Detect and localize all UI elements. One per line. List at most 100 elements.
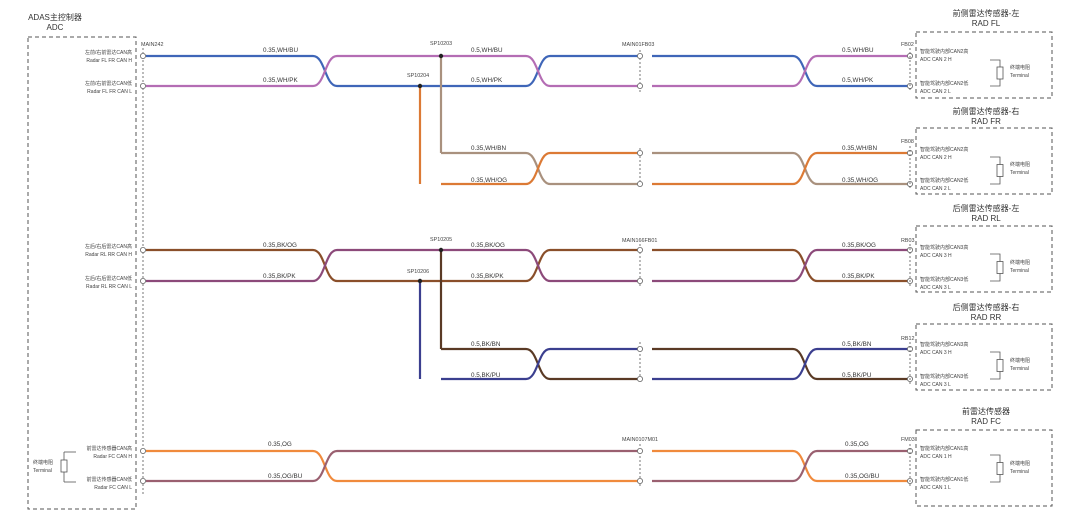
sensor-title: 后侧雷达传感器-左: [953, 203, 1020, 213]
controller-pin-cn: 前雷达传感器CAN低: [86, 476, 132, 483]
sensor-connector: FB02: [901, 42, 914, 48]
wire-fr-b: [441, 151, 638, 186]
sensor-pin-l-cn: 智能驾驶内部CAN1低: [920, 476, 968, 483]
terminal-resistor-icon: [996, 462, 1004, 475]
pin-terminal: [637, 477, 644, 484]
pin-terminal: [139, 246, 146, 253]
controller-connector-label: MAIN242: [141, 42, 163, 48]
wire-rl-a: [146, 248, 638, 283]
sensor-rad-fr: 前侧雷达传感器-右 RAD FR FB08 智能驾驶内部CAN2高 ADC CA…: [901, 106, 1053, 195]
controller-pin-en: Radar FC CAN L: [94, 485, 132, 491]
sensor-pin-l-en: ADC CAN 1 L: [920, 485, 951, 491]
controller-pin-cn: 前雷达传感器CAN高: [86, 445, 132, 452]
sensor-terminal-cn: 终端电阻: [1010, 161, 1030, 168]
pin-terminal: [637, 83, 644, 90]
sensor-box: [915, 323, 1053, 391]
wire-label: 0.35,BK/PK: [263, 273, 296, 280]
pin-terminal: [637, 375, 644, 382]
wire-label: 0.35,WH/BN: [842, 145, 877, 152]
terminal-resistor-icon: [996, 66, 1004, 80]
sensor-terminal-en: Terminal: [1010, 170, 1029, 176]
sensor-pin-l-cn: 智能驾驶内部CAN3低: [920, 276, 968, 283]
pin-terminal: [139, 83, 146, 90]
sensor-pin-h-cn: 智能驾驶内部CAN3高: [920, 341, 968, 348]
sensor-abbr: RAD RR: [971, 313, 1002, 322]
wire-label: 0.35,WH/OG: [471, 177, 507, 184]
wire-label: 0.35,OG/BU: [845, 473, 880, 480]
sensor-terminal-cn: 终端电阻: [1010, 357, 1030, 364]
wire-rr-b: [441, 347, 638, 381]
wire-fl-b: [652, 54, 910, 88]
controller-pin-cn: 左后/右后雷达CAN低: [85, 275, 132, 282]
controller-terminal-cn: 终端电阻: [33, 459, 53, 466]
controller-pin-en: Radar FL FR CAN H: [86, 58, 132, 64]
pin-terminal: [637, 345, 644, 352]
wire-label: 0.35,WH/OG: [842, 177, 878, 184]
sensor-pin-h-en: ADC CAN 3 H: [920, 253, 952, 259]
wire-label: 0.35,BK/OG: [842, 242, 876, 249]
sensor-connector: RB03: [901, 238, 915, 244]
wire-label: 0.5,WH/PK: [471, 77, 503, 84]
inline-connector-label: MAIN166FB01: [622, 238, 657, 244]
controller-pin-cn: 左前/右前雷达CAN低: [85, 80, 132, 87]
sensor-pin-l-cn: 智能驾驶内部CAN3低: [920, 373, 968, 380]
controller-pin-en: Radar RL RR CAN L: [86, 284, 132, 290]
wire-label: 0.5,BK/PU: [842, 372, 872, 379]
terminal-resistor-lead: [990, 454, 1001, 483]
pin-terminal: [139, 53, 146, 60]
wire-layer: [139, 53, 914, 484]
wire-label: 0.35,WH/BU: [263, 47, 298, 54]
wire-rl-b: [146, 248, 638, 283]
wire-label: 0.5,BK/PU: [471, 372, 501, 379]
controller-box: [27, 36, 137, 510]
sensor-pin-l-cn: 智能驾驶内部CAN2低: [920, 177, 968, 184]
terminal-resistor-lead: [990, 156, 1001, 185]
inline-connector-main0107m01: MAIN0107M01: [622, 437, 658, 486]
wire-label: 0.35,BK/PK: [842, 273, 875, 280]
wire-label: 0.35,BK/PK: [471, 273, 504, 280]
sensor-title: 前雷达传感器: [962, 406, 1010, 416]
pin-terminal: [637, 149, 644, 156]
sensor-terminal-en: Terminal: [1010, 268, 1029, 274]
wire-label: 0.5,WH/PK: [842, 77, 874, 84]
splice-label: SP10206: [407, 269, 429, 275]
inline-connector-main166fb01: MAIN166FB01: [622, 238, 657, 382]
wire-fc-a: [146, 449, 638, 483]
controller-adc: ADAS主控制器 ADC MAIN242 左前/右前雷达CAN高 Radar F…: [27, 12, 163, 510]
pin-terminal: [637, 447, 644, 454]
terminal-resistor-lead: [990, 253, 1001, 282]
terminal-resistor-lead: [990, 351, 1001, 380]
pin-terminal: [139, 447, 146, 454]
controller-pin-cn: 左后/右后雷达CAN高: [85, 243, 132, 250]
terminal-resistor-icon: [996, 261, 1004, 274]
wire-fr-b: [652, 151, 910, 186]
wire-label: 0.5,BK/BN: [842, 341, 872, 348]
wire-label: 0.35,OG: [268, 441, 292, 448]
sensor-title: 后侧雷达传感器-右: [953, 302, 1020, 312]
terminal-resistor-lead: [990, 59, 1001, 87]
splice-label: SP10205: [430, 237, 452, 243]
sensor-pin-h-en: ADC CAN 3 H: [920, 350, 952, 356]
sensor-terminal-cn: 终端电阻: [1010, 64, 1030, 71]
pin-terminal: [637, 180, 644, 187]
sensor-fixtures: [909, 48, 1004, 488]
wire-label: 0.35,BK/OG: [263, 242, 297, 249]
splice-label: SP10204: [407, 73, 429, 79]
sensor-abbr: RAD FR: [971, 117, 1001, 126]
terminal-resistor-icon: [996, 359, 1004, 372]
sensor-pin-h-cn: 智能驾驶内部CAN1高: [920, 445, 968, 452]
wire-label: 0.35,WH/BN: [471, 145, 506, 152]
sensor-terminal-cn: 终端电阻: [1010, 259, 1030, 266]
sensor-pin-l-en: ADC CAN 2 L: [920, 186, 951, 192]
wire-fc-b: [146, 449, 638, 483]
sensor-pin-h-cn: 智能驾驶内部CAN2高: [920, 48, 968, 55]
sensor-pin-h-en: ADC CAN 2 H: [920, 155, 952, 161]
sensor-pin-h-cn: 智能驾驶内部CAN2高: [920, 146, 968, 153]
wire-label: 0.5,WH/BU: [471, 47, 503, 54]
splice-dot: [417, 83, 423, 89]
sensor-pin-l-cn: 智能驾驶内部CAN2低: [920, 80, 968, 87]
sensor-abbr: RAD FC: [971, 417, 1001, 426]
sensor-title: 前侧雷达传感器-左: [953, 8, 1020, 18]
sensor-title: 前侧雷达传感器-右: [953, 106, 1020, 116]
